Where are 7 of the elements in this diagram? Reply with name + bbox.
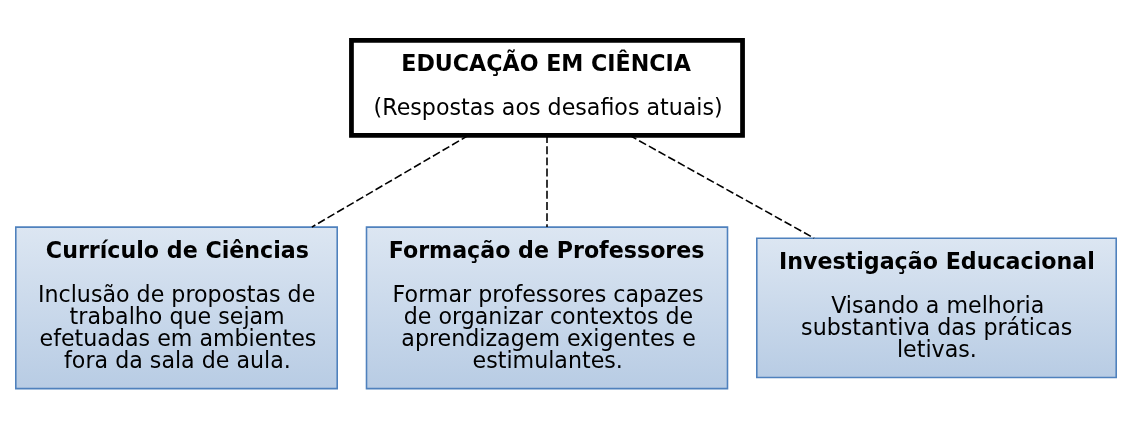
- connector: [311, 134, 470, 228]
- node-box: Currículo de Ciências Inclusão de propostas de trabalho que sejam efetuadas em ambientes fora da sala de aula.: [15, 225, 338, 389]
- node-box: EDUCAÇÃO EM CIÊNCIA (Respostas aos desafios atuais): [349, 37, 745, 138]
- node-box: Investigação Educacional Visando a melhoria substantiva das práticas letivas.: [756, 236, 1117, 378]
- node-box: Formação de Professores Formar professores capazes de organizar contextos de aprendizagem exigentes e estimulantes.: [365, 225, 729, 389]
- connector: [546, 134, 548, 228]
- connector: [628, 134, 815, 239]
